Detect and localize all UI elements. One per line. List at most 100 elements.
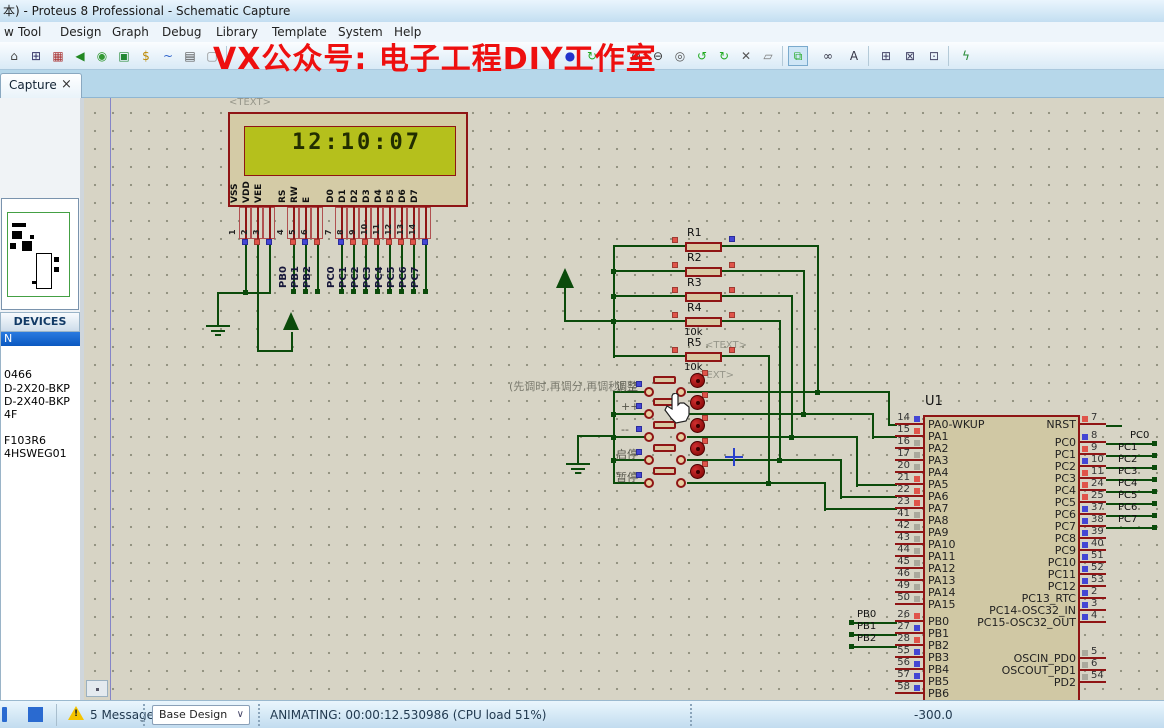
cursor-coordinate: -300.0 (914, 708, 953, 722)
device-item[interactable]: D-2X20-BKP (4, 382, 70, 395)
property-assign-icon[interactable]: A (849, 49, 859, 63)
mcu-pin: 24 (1080, 477, 1106, 491)
cut-icon[interactable]: ✕ (740, 49, 752, 63)
undo-icon[interactable]: ↺ (696, 49, 708, 63)
menu-item-template[interactable]: Template (272, 25, 327, 39)
menu-item-library[interactable]: Library (216, 25, 258, 39)
button-actuator[interactable] (690, 395, 705, 410)
center-icon[interactable]: + (608, 49, 620, 63)
goto-sheet-icon[interactable]: ⊡ (928, 49, 940, 63)
mcu-pin: 58 (895, 680, 923, 694)
button-actuator[interactable] (690, 464, 705, 479)
mcu-pin: 5 (1080, 645, 1106, 659)
new-sheet-icon[interactable]: ⊞ (880, 49, 892, 63)
bom-icon[interactable]: $ (142, 49, 150, 63)
mcu-pin: 20 (895, 459, 923, 473)
copy-icon[interactable]: ▱ (763, 49, 773, 63)
sphere-icon[interactable]: ● (564, 49, 576, 63)
search-icon[interactable]: ∞ (823, 49, 833, 63)
menu-item-system[interactable]: System (338, 25, 383, 39)
simulation-status: ANIMATING: 00:00:12.530986 (CPU load 51%… (270, 708, 547, 722)
mcu-pin: 6 (1080, 657, 1106, 671)
close-icon[interactable]: × (61, 77, 72, 92)
resistor-R2[interactable] (685, 267, 722, 277)
zoom-in-icon[interactable]: ⊕ (630, 49, 642, 63)
mcu-body[interactable] (923, 415, 1080, 700)
mcu-pin: 7 (1080, 411, 1106, 425)
mcu-pin: 46 (895, 567, 923, 581)
mcu-pin: 44 (895, 543, 923, 557)
resistor-R4[interactable] (685, 317, 722, 327)
text-placeholder: <TEXT> (229, 98, 271, 108)
chevron-down-icon: ∨ (236, 709, 244, 720)
button-actuator[interactable] (690, 418, 705, 433)
button-actuator[interactable] (690, 441, 705, 456)
power-terminal (556, 268, 574, 288)
resistor-R3[interactable] (685, 292, 722, 302)
mcu-pin: 22 (895, 483, 923, 497)
component-mode-icon[interactable]: ▦ (52, 49, 64, 63)
menu-item-help[interactable]: Help (394, 25, 422, 39)
panel-divider[interactable] (80, 98, 84, 700)
home-icon[interactable]: ⌂ (10, 49, 18, 63)
schematic-overview[interactable] (1, 198, 79, 310)
mcu-pin: 39 (1080, 525, 1106, 539)
notes-icon[interactable]: ▢ (206, 49, 218, 63)
menu-item-debug[interactable]: Debug (162, 25, 202, 39)
mcu-pin: 26 (895, 608, 923, 622)
device-item[interactable]: F103R6 (4, 434, 46, 447)
menu-item-tool[interactable]: Tool (18, 25, 42, 39)
overview-sheet-outline (7, 212, 70, 297)
menu-item-partial[interactable]: w (4, 25, 14, 39)
button-label-dec: -- (621, 423, 629, 436)
pause-button[interactable] (2, 707, 7, 722)
new-design-icon[interactable]: ⊞ (30, 49, 42, 63)
resistor-R5[interactable] (685, 352, 722, 362)
message-count[interactable]: 5 Message(s) (90, 708, 170, 722)
mcu-pin: 53 (1080, 573, 1106, 587)
resistor-value: 10k (684, 362, 703, 373)
device-item[interactable]: 4F (4, 408, 18, 421)
tab-schematic-capture[interactable]: Capture × (0, 73, 82, 98)
canvas-corner-button[interactable] (86, 680, 108, 697)
resistor-R1[interactable] (685, 242, 722, 252)
hand-cursor (663, 392, 691, 429)
mcu-pin: 57 (895, 668, 923, 682)
remove-sheet-icon[interactable]: ⊠ (904, 49, 916, 63)
button-label-startstop: 启停 (616, 448, 638, 461)
mcu-pin: 56 (895, 656, 923, 670)
button-actuator[interactable] (690, 373, 705, 388)
wire-icon[interactable]: ~ (162, 49, 174, 63)
device-item[interactable]: 4HSWEG01 (4, 447, 67, 460)
stop-button[interactable] (28, 707, 43, 722)
redo-icon[interactable]: ↻ (718, 49, 730, 63)
mcu-pin: 52 (1080, 561, 1106, 575)
device-item[interactable]: 0466 (4, 368, 32, 381)
text-placeholder: <TEXT> (705, 340, 747, 351)
play-icon[interactable]: ◀ (75, 49, 85, 63)
resistor-ref: R3 (687, 276, 702, 289)
lcd-display-text: 12:10:07 (292, 130, 422, 155)
mcu-pin: 9 (1080, 441, 1106, 455)
refresh-icon[interactable]: ↻ (586, 49, 598, 63)
electrical-check-icon[interactable]: ϟ (962, 49, 970, 63)
mcu-pin: 37 (1080, 501, 1106, 515)
zoom-out-icon[interactable]: ⊖ (652, 49, 664, 63)
wire-autorouter-icon[interactable]: ⧉ (788, 46, 808, 66)
devices-header: DEVICES (0, 312, 80, 332)
text-placeholder: <TEXT> (692, 370, 734, 381)
sheet-icon[interactable]: ▣ (118, 49, 130, 63)
schematic-canvas[interactable]: <TEXT> <TEXT> <TEXT> (84, 98, 1164, 700)
button-label-pause: 暂停 (616, 471, 638, 484)
menu-item-graph[interactable]: Graph (112, 25, 149, 39)
doc-icon[interactable]: ▤ (184, 49, 196, 63)
sheet-border (110, 98, 111, 700)
menu-item-design[interactable]: Design (60, 25, 102, 39)
zoom-all-icon[interactable]: ◎ (674, 49, 686, 63)
mcu-pin: 25 (1080, 489, 1106, 503)
design-selector[interactable]: Base Design ∨ (152, 705, 250, 725)
tab-label: Capture (9, 78, 57, 92)
world-icon[interactable]: ◉ (96, 49, 108, 63)
device-item-selected[interactable]: N (1, 332, 81, 346)
device-item[interactable]: D-2X40-BKP (4, 395, 70, 408)
